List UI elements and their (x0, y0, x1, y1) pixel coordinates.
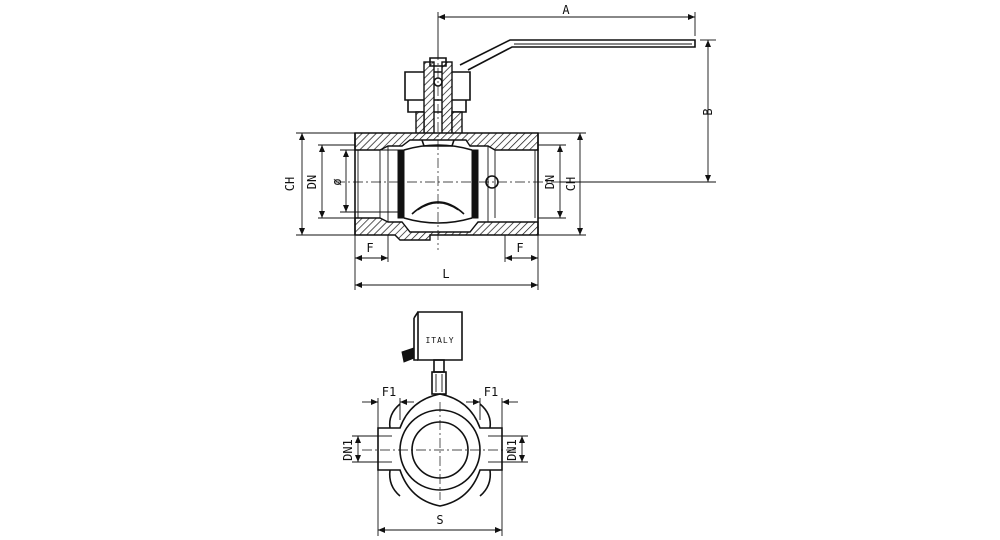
dimension-f1-left-label: F1 (382, 385, 396, 399)
dimension-dn-right-label: DN (543, 175, 557, 189)
dimension-a-label: A (562, 3, 570, 17)
dimension-ch-right-label: CH (564, 177, 578, 191)
dimension-s-label: S (436, 513, 443, 527)
plate-marking: ITALY (425, 336, 454, 345)
valve-section-view (335, 39, 696, 250)
dimension-l-label: L (442, 267, 449, 281)
dimension-dn1-right-label: DN1 (505, 439, 519, 461)
ball-and-seats (397, 144, 499, 224)
valve-end-view: ITALY (362, 311, 518, 507)
dimension-bore-label: ø (330, 178, 344, 185)
section-dimensions: A B CH DN ø DN CH F (283, 3, 716, 290)
handle-plate: ITALY (401, 311, 463, 395)
dimension-dn-left-label: DN (305, 175, 319, 189)
valve-body (354, 132, 539, 241)
end-view-body (362, 393, 518, 507)
dimension-f1-right-label: F1 (484, 385, 498, 399)
dimension-b-label: B (701, 108, 715, 115)
end-view-dimensions: F1 F1 DN1 DN1 S (341, 385, 528, 536)
dimension-f-right-label: F (516, 241, 523, 255)
dimension-dn1-left-label: DN1 (341, 439, 355, 461)
dimension-ch-left-label: CH (283, 177, 297, 191)
dimension-f-left-label: F (366, 241, 373, 255)
